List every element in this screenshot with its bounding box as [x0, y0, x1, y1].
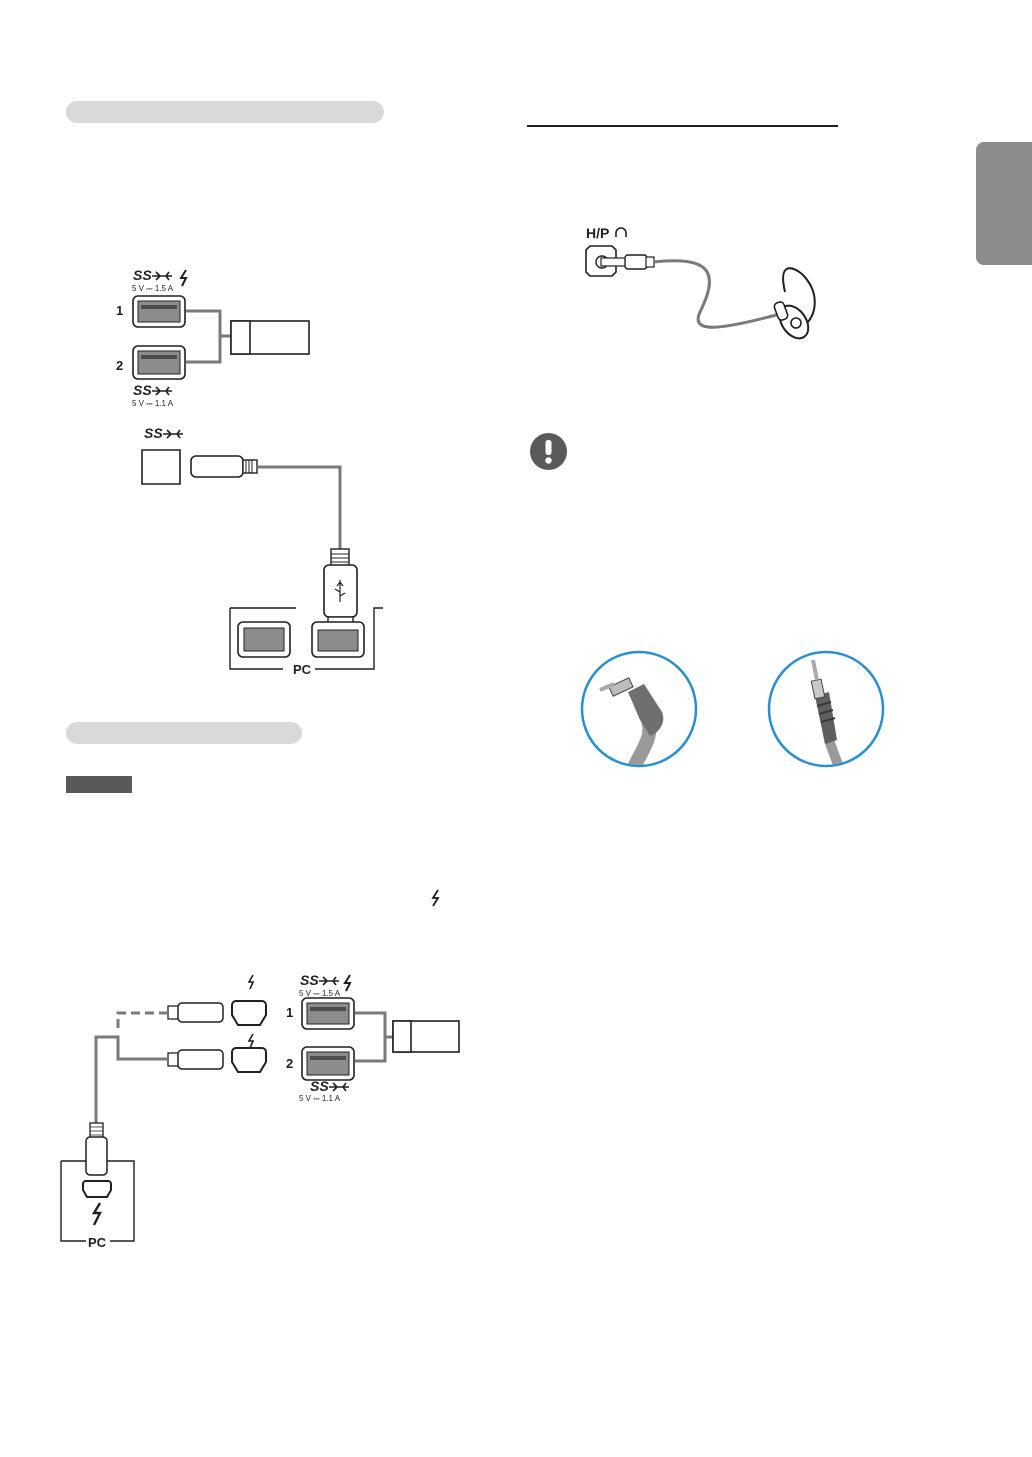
ss-usb-mark: SS [300, 972, 319, 988]
headphones [782, 267, 816, 323]
l-type-plug-illustration [580, 650, 698, 768]
pc-box [229, 607, 383, 670]
ss-usb-mark-upstream: SS [144, 425, 163, 441]
hp-cable [653, 259, 781, 329]
caution-icon [530, 433, 567, 470]
lightning-icon [179, 269, 188, 287]
usb-connection-diagram: SS 5 V ⎓ 1.5 A 1 2 SS 5 V ⎓ 1.1 A SS PC [116, 267, 383, 677]
headphone-connection-diagram: H/P [585, 225, 816, 340]
headphone-section-rule [527, 125, 838, 127]
port-1-label: 1 [286, 1005, 293, 1020]
thunderbolt-port-1 [231, 1000, 267, 1026]
usb-section-header [66, 101, 384, 123]
port-top-rating: 5 V ⎓ 1.5 A [132, 284, 174, 293]
port-bottom-rating: 5 V ⎓ 1.1 A [132, 399, 174, 408]
thunderbolt-port-2 [231, 1047, 267, 1073]
pc-usb-c-plug [85, 1136, 108, 1176]
pc-thunderbolt-port [82, 1180, 112, 1198]
pc-label: PC [88, 1235, 107, 1250]
pc-box [60, 1160, 135, 1242]
port-2-label: 2 [286, 1056, 293, 1071]
port-bottom-rating: 5 V ⎓ 1.1 A [299, 1094, 341, 1103]
ss-usb-mark-bottom: SS [310, 1078, 329, 1094]
lightning-icon [91, 1202, 102, 1226]
thunderbolt-section-header [66, 722, 302, 744]
lightning-icon [247, 1033, 255, 1049]
headphone-icon [615, 227, 627, 237]
note-badge [66, 776, 132, 793]
port-1-label: 1 [116, 303, 123, 318]
hp-plug [624, 254, 648, 270]
ss-usb-mark: SS [133, 267, 152, 283]
usb-trident-icon [152, 271, 172, 281]
pc-label: PC [293, 662, 312, 677]
straight-plug-illustration [767, 650, 885, 768]
thunderbolt-connection-diagram: SS 5 V ⎓ 1.5 A 1 2 SS 5 V ⎓ 1.1 A PC [60, 972, 460, 1250]
usb-c-plug-1 [177, 1002, 224, 1023]
ss-usb-mark-bottom: SS [133, 382, 152, 398]
language-side-tab [976, 142, 1032, 265]
usb-b-plug [190, 455, 244, 478]
usb-symbol-icon [334, 580, 346, 602]
usb-c-plug-2 [177, 1049, 224, 1070]
lightning-icon [247, 974, 255, 990]
port-2-label: 2 [116, 358, 123, 373]
port-top-rating: 5 V ⎓ 1.5 A [299, 989, 341, 998]
lightning-icon [343, 974, 352, 992]
hp-jack-label: H/P [586, 225, 609, 241]
usb-b-port [141, 449, 181, 485]
lightning-icon [431, 889, 440, 907]
